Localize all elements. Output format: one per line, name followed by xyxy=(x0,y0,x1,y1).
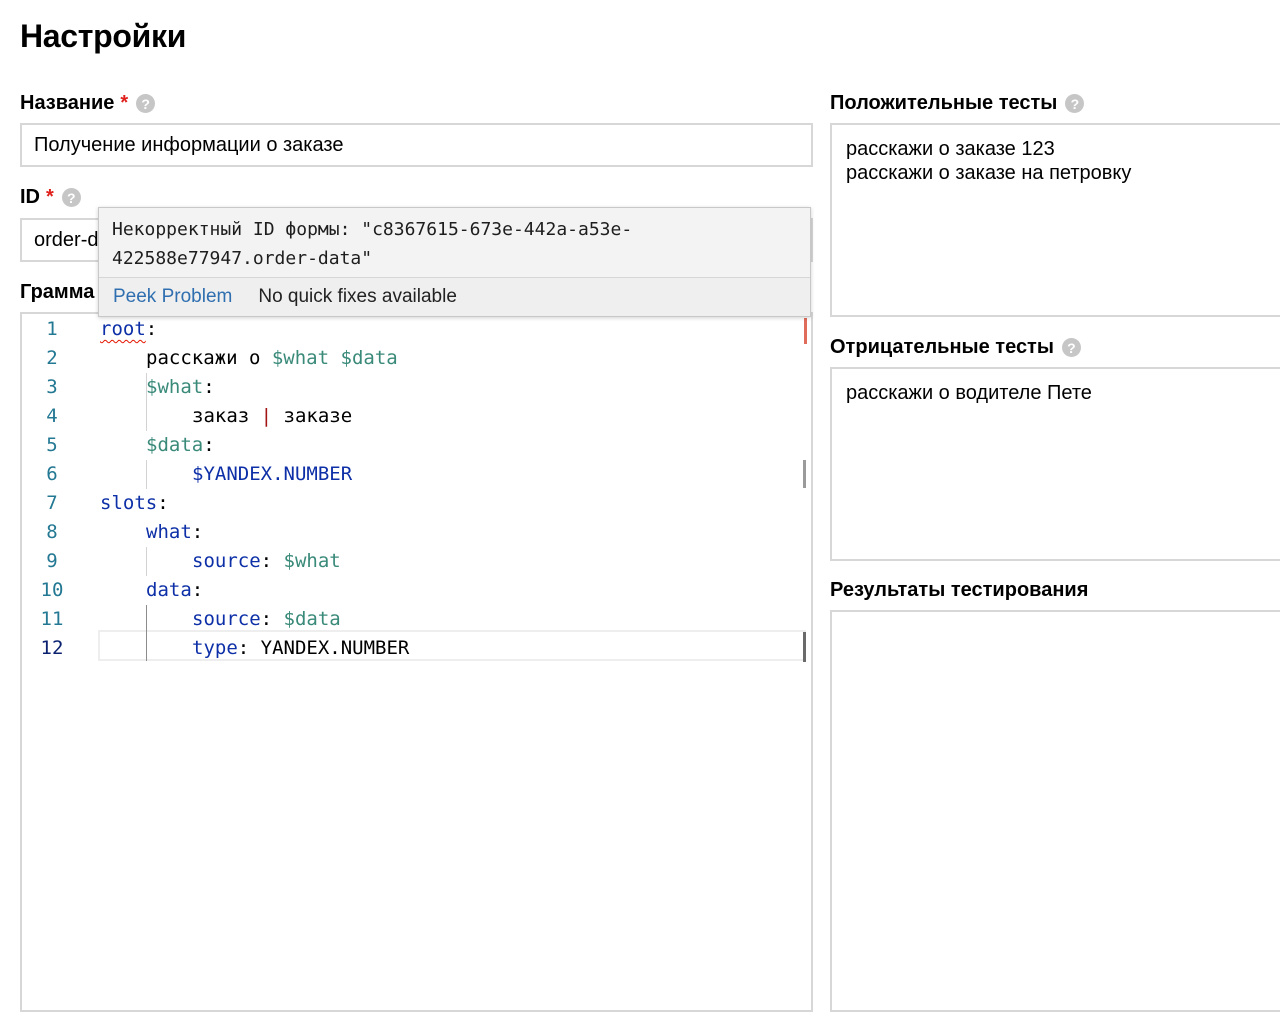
positive-test-line: расскажи о заказе 123 xyxy=(846,138,1055,160)
grammar-label: Грамма xyxy=(20,281,95,303)
hover-actions-bar: Peek Problem No quick fixes available xyxy=(99,277,810,316)
code-line-10: data: xyxy=(146,579,204,601)
help-icon[interactable]: ? xyxy=(1061,338,1081,357)
code-line-3: $what: xyxy=(146,376,215,398)
name-label: Название xyxy=(20,92,115,114)
help-icon[interactable]: ? xyxy=(61,188,81,207)
cursor-overview-marker xyxy=(803,632,806,662)
indent-guide xyxy=(146,547,147,576)
help-icon[interactable]: ? xyxy=(136,94,156,113)
required-mark: * xyxy=(120,92,129,114)
name-input-value: Получение информации о заказе xyxy=(34,133,344,156)
results-label-row: Результаты тестирования xyxy=(830,579,1088,602)
results-label: Результаты тестирования xyxy=(830,579,1089,601)
negative-tests-textarea[interactable]: расскажи о водителе Пете xyxy=(830,367,1280,561)
code-line-7: slots: xyxy=(100,492,169,514)
grammar-label-row: Грамма xyxy=(20,281,94,304)
line-number: 9 xyxy=(46,550,58,572)
indent-guide xyxy=(146,460,147,489)
error-message: Некорректный ID формы: "c8367615-673e-44… xyxy=(112,219,633,269)
positive-tests-label: Положительные тесты xyxy=(830,92,1058,114)
line-number: 8 xyxy=(46,521,58,543)
no-quick-fixes-text: No quick fixes available xyxy=(258,286,457,307)
positive-tests-label-row: Положительные тесты ? xyxy=(830,92,1085,115)
code-line-2: расскажи о $what $data xyxy=(146,347,398,369)
grammar-code-editor[interactable]: 1 2 3 4 5 6 7 8 9 10 11 12 root: расскаж… xyxy=(20,312,813,1012)
problem-hover-widget: Некорректный ID формы: "c8367615-673e-44… xyxy=(98,207,811,317)
code-line-6: $YANDEX.NUMBER xyxy=(192,463,353,485)
name-label-row: Название * ? xyxy=(20,92,156,115)
name-input[interactable]: Получение информации о заказе xyxy=(20,123,813,167)
line-number: 1 xyxy=(46,318,58,340)
peek-problem-link[interactable]: Peek Problem xyxy=(113,286,233,307)
code-line-5: $data: xyxy=(146,434,215,456)
line-number: 4 xyxy=(46,405,58,427)
id-input-value: order-d xyxy=(34,228,99,251)
id-label: ID xyxy=(20,186,40,208)
line-number: 6 xyxy=(46,463,58,485)
code-line-8: what: xyxy=(146,521,204,543)
negative-tests-label-row: Отрицательные тесты ? xyxy=(830,336,1081,359)
line-number: 10 xyxy=(40,579,64,601)
positive-tests-textarea[interactable]: расскажи о заказе 123 расскажи о заказе … xyxy=(830,123,1280,317)
code-line-12: type: YANDEX.NUMBER xyxy=(192,637,410,659)
code-line-11: source: $data xyxy=(192,608,341,630)
line-number: 2 xyxy=(46,347,58,369)
required-mark: * xyxy=(46,186,54,208)
code-line-9: source: $what xyxy=(192,550,341,572)
line-number-active: 12 xyxy=(40,637,64,659)
line-number: 3 xyxy=(46,376,58,398)
error-overview-marker[interactable] xyxy=(804,318,807,344)
negative-tests-label: Отрицательные тесты xyxy=(830,336,1054,358)
code-line-1: root: xyxy=(100,318,158,340)
results-panel xyxy=(830,610,1280,1012)
help-icon[interactable]: ? xyxy=(1065,94,1085,113)
indent-guide xyxy=(146,373,147,431)
id-label-row: ID * ? xyxy=(20,186,81,209)
line-number: 7 xyxy=(46,492,58,514)
positive-test-line: расскажи о заказе на петровку xyxy=(846,162,1132,184)
indent-guide-active xyxy=(146,605,147,661)
line-number: 11 xyxy=(40,608,64,630)
negative-test-line: расскажи о водителе Пете xyxy=(846,382,1092,404)
scrollbar-thumb[interactable] xyxy=(803,460,806,488)
code-line-4: заказ | заказе xyxy=(192,405,353,427)
line-number: 5 xyxy=(46,434,58,456)
page-title: Настройки xyxy=(20,18,187,54)
